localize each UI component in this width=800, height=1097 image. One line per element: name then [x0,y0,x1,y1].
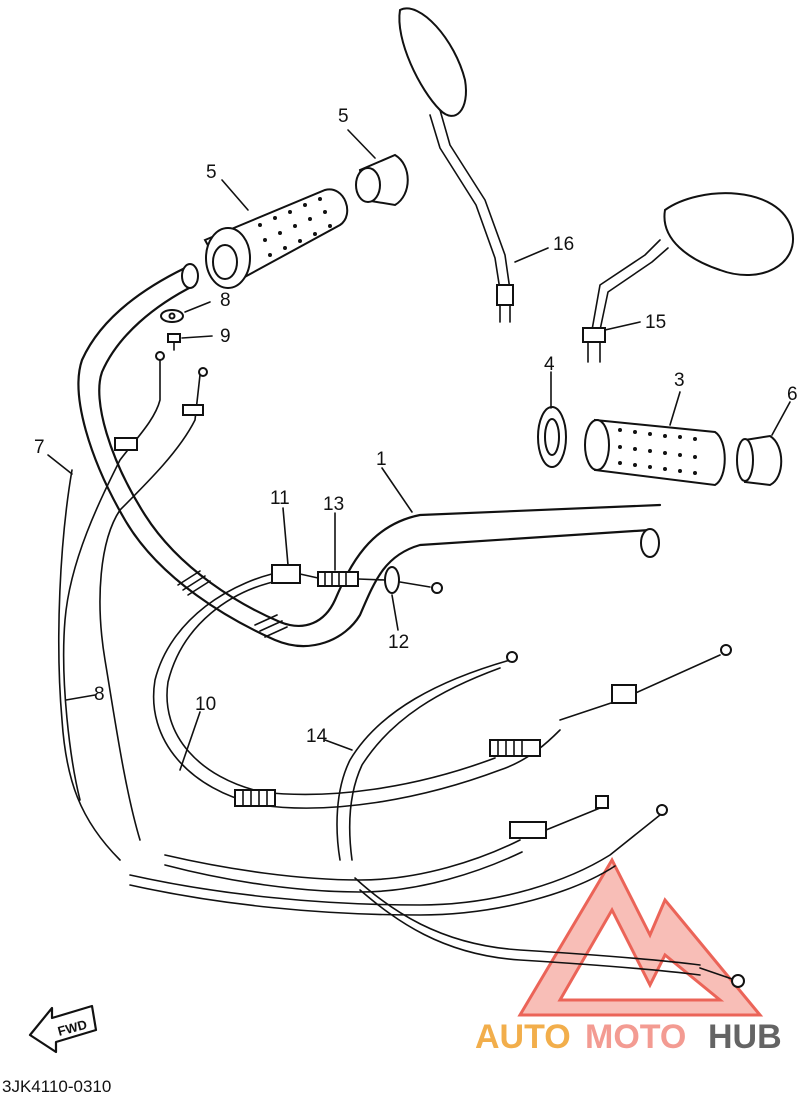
leader-lines [47,129,791,771]
callout-6: 7 [34,437,45,458]
callout-4: 5 [206,162,217,183]
callout-14: 14 [306,726,328,747]
cables [58,351,745,988]
logo-text-hub: HUB [708,1018,782,1056]
drawing-code: 3JK4110-0310 [2,1077,111,1096]
throttle-collar [537,406,567,468]
callout-10: 10 [195,694,216,715]
callout-labels: 5 5 16 15 4 3 6 8 9 7 8 1 11 13 12 10 14 [34,106,798,747]
callout-8: 8 [220,290,231,311]
right-bar-end-weight [736,434,783,487]
callout-2: 3 [674,370,685,391]
logo-triangle-mark [517,856,764,1017]
cable-holder [160,309,184,323]
holder-screw [167,333,181,351]
left-grip [203,188,349,289]
callout-1: 1 [376,449,387,470]
left-bar-end-weight [355,153,409,207]
callout-11: 11 [270,488,290,509]
forward-direction-arrow: FWD [28,1004,98,1054]
callout-5-left: 5 [338,106,349,127]
callout-5-right: 6 [787,384,798,405]
callout-7: 8 [94,684,105,705]
callout-16: 16 [553,234,574,255]
right-mirror [582,192,795,363]
callout-9: 9 [220,326,231,347]
callout-13: 13 [323,494,344,515]
watermark-logo: AUTO MOTO HUB [475,856,782,1056]
callout-3: 4 [544,354,555,375]
callout-15: 15 [645,312,666,333]
logo-text-moto: MOTO [585,1018,686,1056]
fwd-label: FWD [56,1017,88,1039]
callout-12: 12 [388,632,409,653]
right-grip [584,418,726,487]
left-mirror [398,7,514,323]
logo-text-auto: AUTO [475,1018,571,1056]
